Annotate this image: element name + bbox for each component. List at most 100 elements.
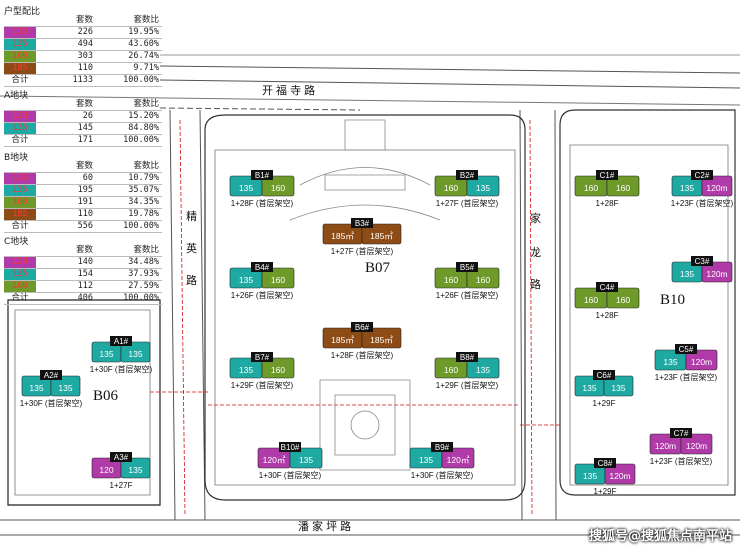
building-id-tag [351, 218, 373, 228]
table-cell: 110 [36, 62, 96, 75]
building-id-label: B5# [460, 263, 475, 272]
building-id-label: B8# [460, 353, 475, 362]
table-cell: 120 [4, 256, 36, 269]
road-south-label: 潘 家 坪 路 [298, 519, 351, 533]
unit-block [685, 349, 718, 371]
unit-area-label: 135 [128, 465, 142, 475]
building-floors-label: 1+30F (首层架空) [259, 470, 322, 480]
unit-block [361, 327, 402, 349]
building-floors-label: 1+23F (首层架空) [655, 372, 718, 382]
table-cell: 10.79% [96, 172, 162, 185]
building-id-tag [596, 282, 618, 292]
road-west-label-3: 路 [186, 274, 197, 287]
building-id-tag [670, 428, 692, 438]
road-east-label-3: 路 [530, 278, 541, 291]
table-cell: 100.00% [96, 74, 162, 87]
table-cell: 135 [4, 38, 36, 51]
building-id-tag [251, 170, 273, 180]
building-id-label: C8# [598, 459, 613, 468]
unit-area-label: 120m [609, 471, 630, 481]
unit-area-label: 160 [444, 183, 458, 193]
table-cell: 406 [36, 292, 96, 305]
table-cell: 37.93% [96, 268, 162, 281]
building-id-tag [456, 352, 478, 362]
block-b07-label: B07 [365, 260, 391, 276]
unit-block [361, 223, 402, 245]
unit-block [701, 175, 733, 197]
table-cell: 合计 [4, 292, 36, 305]
block-b06-label: B06 [93, 388, 119, 404]
table-cell: 120 [4, 26, 36, 39]
building-floors-label: 1+27F (首层架空) [436, 198, 499, 208]
table-cell: 84.80% [96, 122, 162, 135]
unit-area-label: 185㎡ [370, 335, 393, 345]
building-id-tag [431, 442, 453, 452]
table-header-cell: 套数比 [96, 245, 162, 257]
building-id-label: C2# [695, 171, 710, 180]
building-id-label: A3# [114, 453, 129, 462]
table-header-cell [4, 99, 36, 111]
unit-area-label: 135 [99, 349, 113, 359]
building-floors-label: 1+28F (首层架空) [331, 350, 394, 360]
table-cell: 160 [4, 280, 36, 293]
table-cell: 191 [36, 196, 96, 209]
table-header-cell: 套数比 [96, 15, 162, 27]
table-cell: 135 [4, 184, 36, 197]
unit-block [289, 447, 323, 469]
unit-area-label: 135 [239, 183, 253, 193]
table-cell: 185 [4, 62, 36, 75]
building-id-label: C4# [600, 283, 615, 292]
table-cell: 494 [36, 38, 96, 51]
building-floors-label: 1+30F (首层架空) [20, 398, 83, 408]
unit-block [120, 457, 151, 479]
table-title: 户型配比 [4, 7, 41, 17]
unit-area-label: 135 [29, 383, 43, 393]
building-floors-label: 1+29F [593, 399, 616, 408]
building-floors-label: 1+26F (首层架空) [231, 290, 294, 300]
unit-area-label: 160 [271, 365, 285, 375]
table-cell: 合计 [4, 74, 36, 87]
table-cell: 1133 [36, 74, 96, 87]
unit-area-label: 160 [444, 275, 458, 285]
table-cell: 100.00% [96, 134, 162, 147]
table-cell: 135 [4, 268, 36, 281]
table-cell: 160 [4, 50, 36, 63]
unit-area-label: 135 [476, 183, 490, 193]
unit-area-label: 135 [239, 275, 253, 285]
unit-area-label: 185㎡ [331, 231, 354, 241]
unit-area-label: 135 [128, 349, 142, 359]
table-title: B地块 [4, 153, 29, 163]
table-cell: 226 [36, 26, 96, 39]
table-title: C地块 [4, 237, 29, 247]
unit-block [261, 267, 295, 289]
unit-block [466, 175, 500, 197]
